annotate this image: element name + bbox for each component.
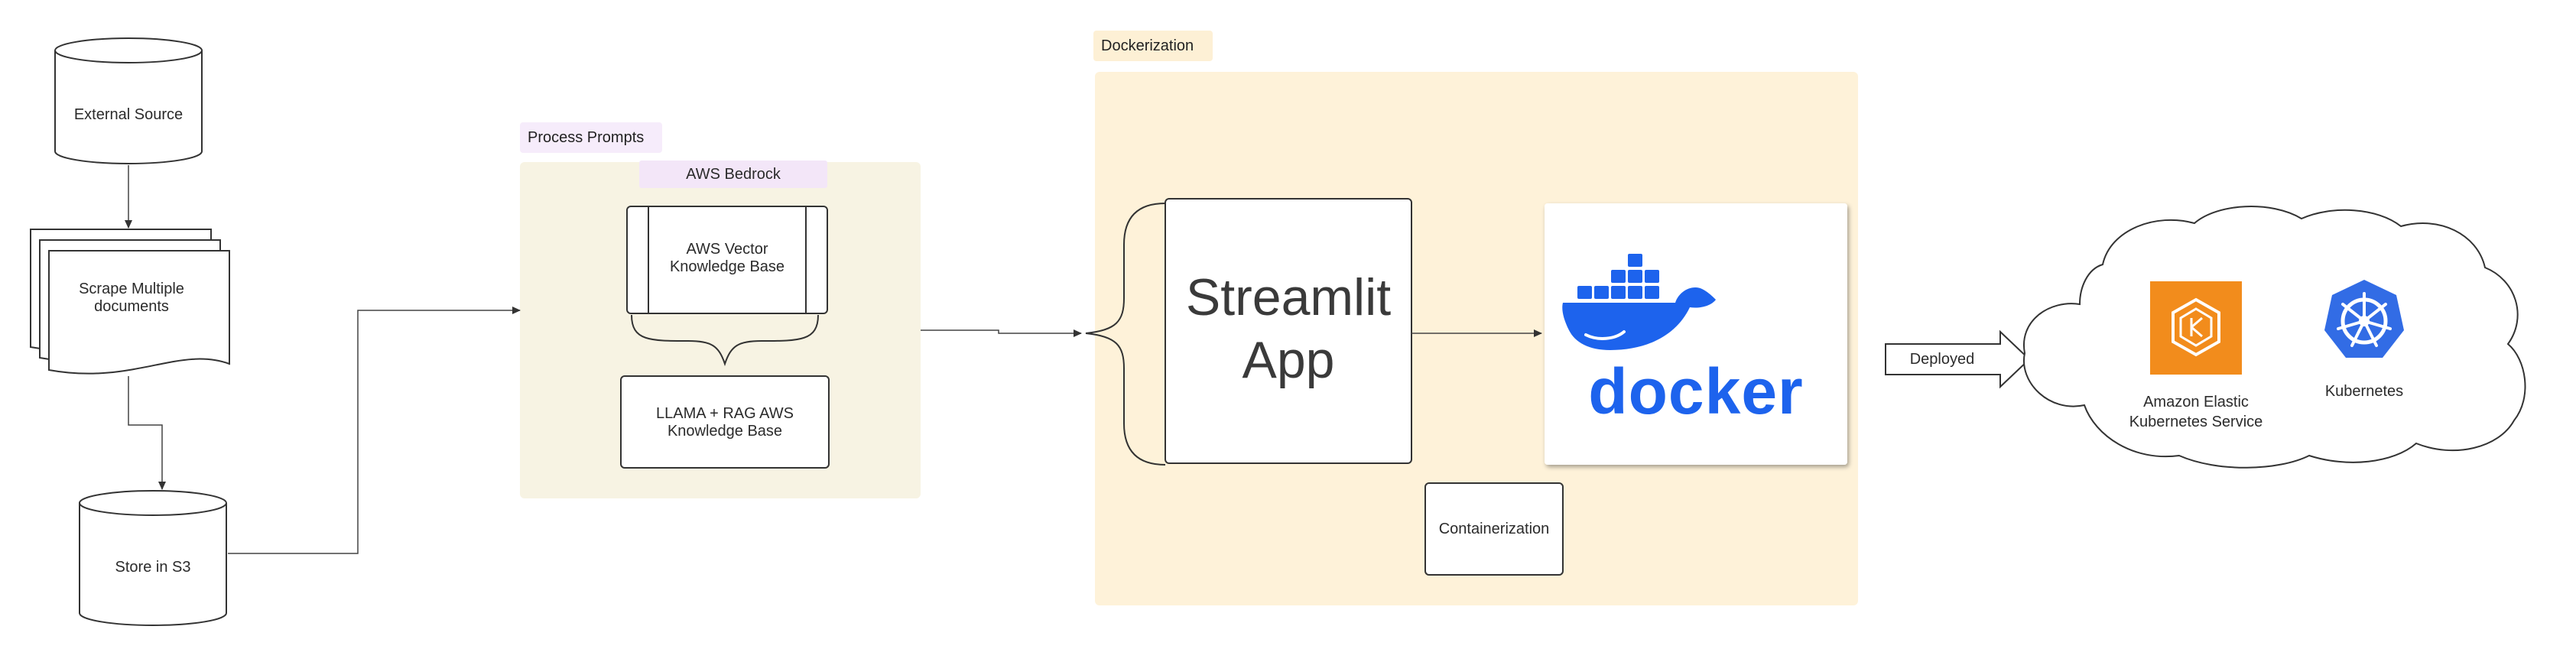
deployed-arrow-shape <box>1885 329 2031 389</box>
docker-whale-icon <box>1562 254 1716 350</box>
s3-cylinder <box>79 490 227 626</box>
streamlit-app-label: Streamlit App <box>1185 268 1392 389</box>
llama-rag-label: LLAMA + RAG AWS Knowledge Base <box>656 405 794 440</box>
arrow-s3-to-prompts <box>228 307 521 554</box>
kubernetes-label: Kubernetes <box>2324 382 2404 400</box>
process-prompts-tag-bg <box>520 122 662 153</box>
aws-bedrock-label: AWS Bedrock <box>686 165 781 183</box>
arrow-prompts-to-streamlit <box>921 329 1082 337</box>
eks-icon <box>2150 281 2242 375</box>
vector-kb-shape <box>626 206 828 314</box>
external-source-label: External Source <box>73 105 184 123</box>
docker-logo-text: docker <box>1588 355 1804 427</box>
scrape-documents-label: Scrape Multiple documents <box>79 281 184 315</box>
docker-card <box>1545 203 1847 465</box>
connectors <box>125 165 1542 554</box>
cloud-shape <box>2022 206 2526 469</box>
llama-rag-box <box>620 375 830 469</box>
docker-whale-eye <box>1584 330 1626 340</box>
containerization-label: Containerization <box>1438 520 1550 537</box>
containerization-box <box>1424 482 1564 576</box>
streamlit-app-box <box>1165 198 1412 464</box>
vector-kb-label: AWS Vector Knowledge Base <box>669 241 785 275</box>
eks-label: Amazon Elastic Kubernetes Service <box>2129 394 2263 430</box>
store-s3-label: Store in S3 <box>115 558 191 576</box>
streamlit-brace <box>1085 203 1166 466</box>
external-source-cylinder <box>54 37 203 164</box>
deployed-label: Deployed <box>1909 350 1975 368</box>
dockerization-title: Dockerization <box>1101 37 1194 54</box>
process-prompts-title: Process Prompts <box>528 128 645 146</box>
dockerization-tag-bg <box>1093 31 1213 61</box>
kubernetes-icon <box>2324 280 2404 358</box>
vector-kb-brace <box>631 314 819 367</box>
aws-bedrock-tag-bg <box>639 161 827 188</box>
scrape-documents-stack <box>30 229 230 375</box>
arrow-scrape-to-s3 <box>128 376 166 490</box>
